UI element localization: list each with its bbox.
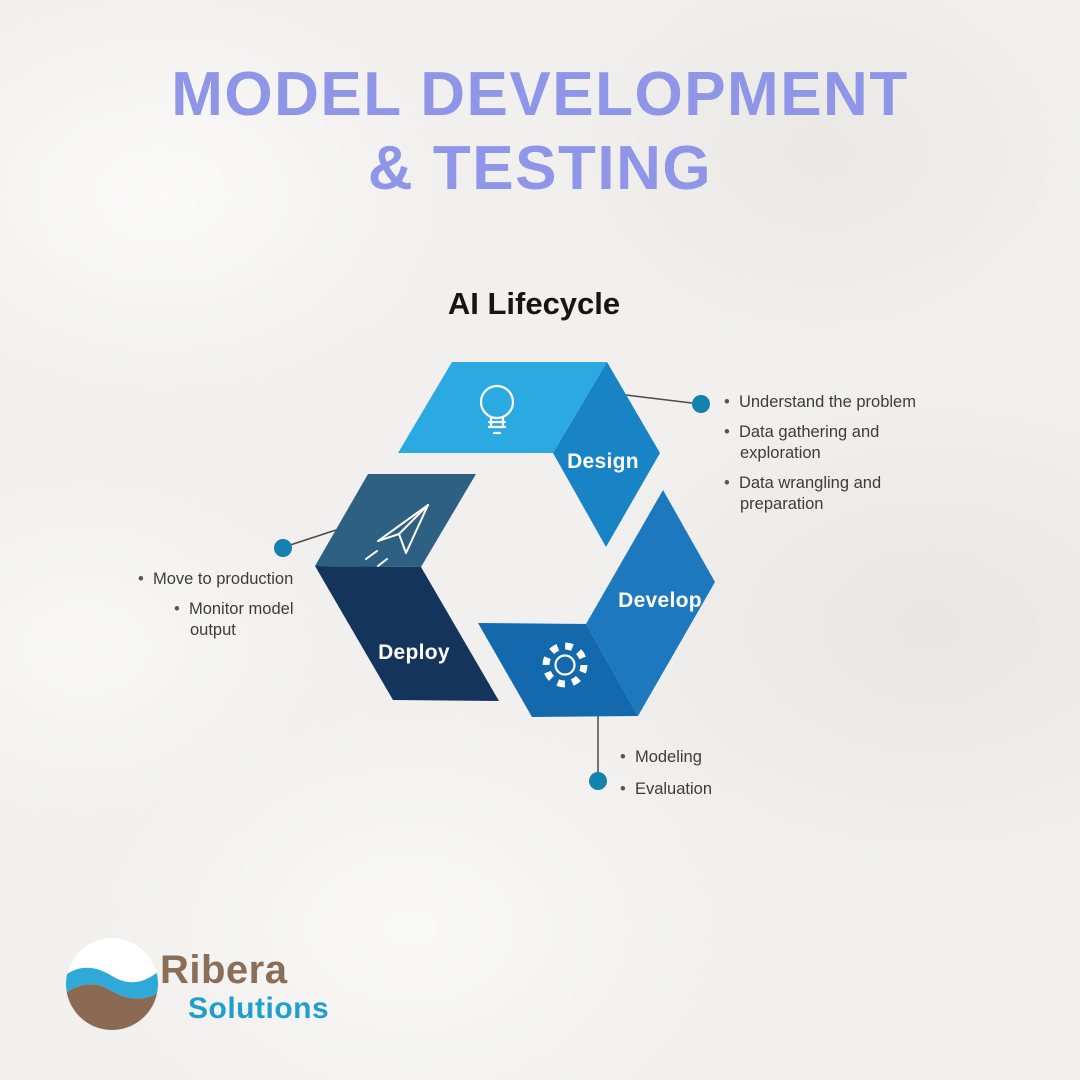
logo-suffix: Solutions [188, 992, 330, 1025]
lightbulb-icon [479, 384, 515, 435]
design-callout-list: Understand the problem Data gathering an… [724, 392, 939, 524]
design-arrow-fold [553, 362, 660, 547]
stage-label-deploy: Deploy [378, 641, 450, 664]
deploy-arrow-fold [315, 474, 476, 567]
gear-icon [542, 642, 588, 688]
ribera-logo-icon [66, 938, 158, 1030]
callout-item-data-wrangling: Data wrangling and preparation [724, 473, 939, 515]
connector-dot-develop [589, 772, 607, 790]
callout-item-data-gathering: Data gathering and exploration [724, 422, 939, 464]
develop-callout-list: Modeling Evaluation [620, 747, 712, 809]
paper-plane-icon [365, 504, 429, 567]
diagram-heading: AI Lifecycle [447, 286, 621, 321]
callout-item-move-to-production: Move to production [138, 569, 330, 590]
connector-line-design [625, 394, 701, 405]
develop-arrow-main [586, 490, 715, 716]
title-line-1: MODEL DEVELOPMENT [171, 60, 909, 129]
deploy-callout-list: Move to production Monitor model output [138, 569, 330, 650]
stage-label-develop: Develop [618, 589, 702, 612]
callout-item-evaluation: Evaluation [620, 779, 712, 800]
page-title: MODEL DEVELOPMENT& TESTING [0, 58, 1080, 206]
logo-name: Ribera [160, 948, 288, 992]
deploy-arrow-main [315, 566, 499, 701]
callout-item-understand-problem: Understand the problem [724, 392, 939, 413]
connector-dot-design [692, 395, 710, 413]
callout-item-monitor-output: Monitor model output [174, 599, 330, 641]
connector-line-deploy [283, 529, 337, 548]
design-arrow-main [398, 362, 607, 453]
stage-label-design: Design [567, 450, 639, 473]
callout-item-modeling: Modeling [620, 747, 712, 768]
title-line-2: & TESTING [367, 134, 713, 203]
connector-dot-deploy [274, 539, 292, 557]
